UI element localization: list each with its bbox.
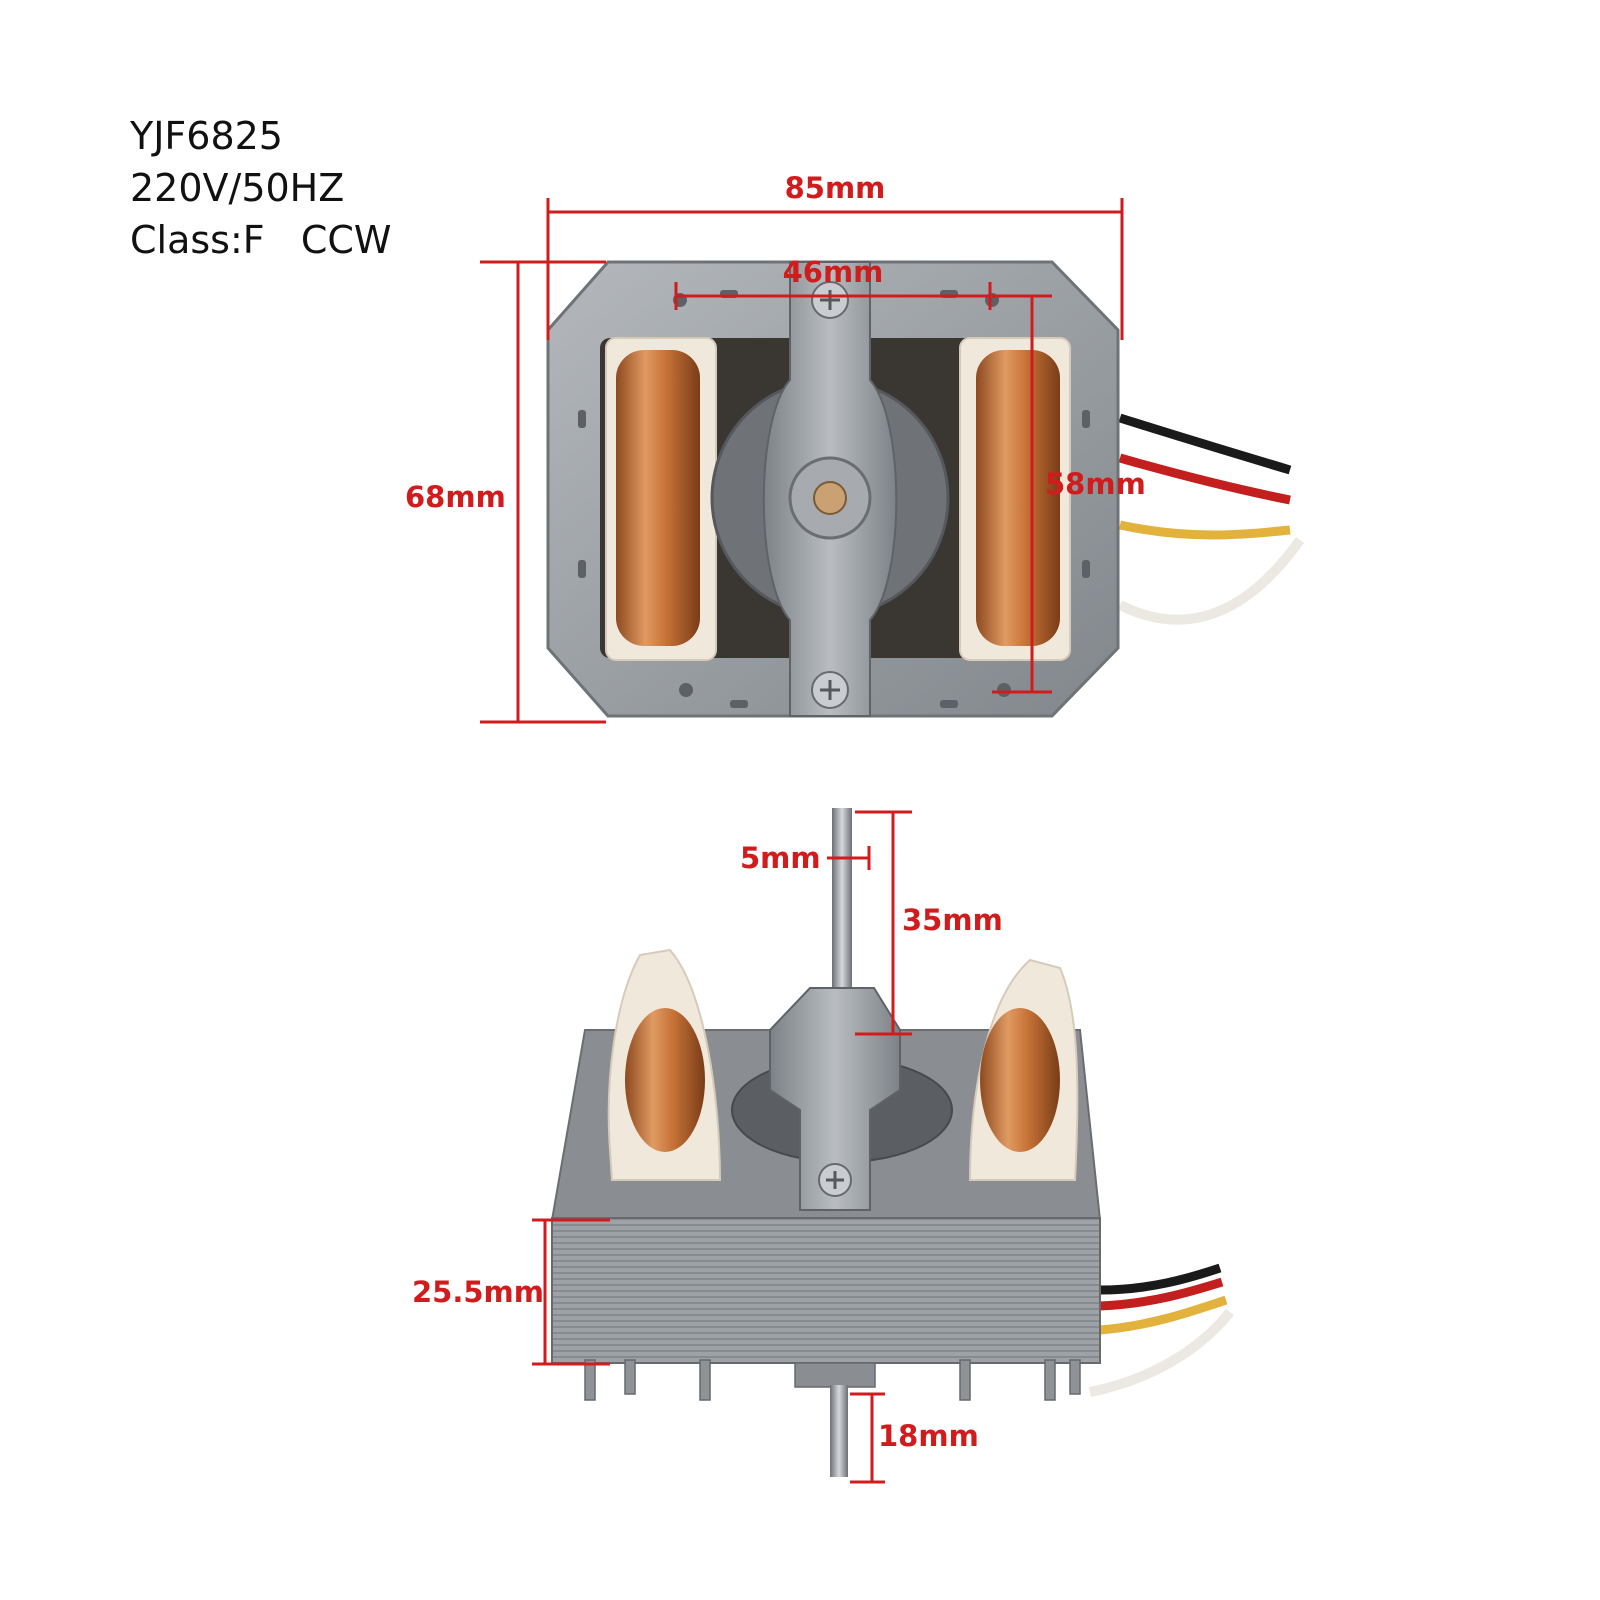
- dim-label-25-5mm: 25.5mm: [412, 1275, 544, 1309]
- dim-label-68mm: 68mm: [405, 480, 506, 514]
- dim-label-46mm: 46mm: [783, 255, 884, 289]
- dimension-lines-top: [480, 198, 1124, 724]
- lead-wires-top: [1117, 413, 1305, 625]
- screw-side: [818, 1163, 852, 1197]
- lower-shaft: [830, 1385, 848, 1477]
- right-coil-top: [959, 337, 1071, 661]
- dim-label-35mm: 35mm: [902, 903, 1003, 937]
- left-coil-top: [605, 337, 717, 661]
- lead-wires-side: [1089, 1263, 1234, 1397]
- lamination-stack: [551, 1217, 1101, 1364]
- bearing-bracket-side: [769, 987, 901, 1211]
- dim-label-58mm: 58mm: [1045, 467, 1146, 501]
- voltage-rating: 220V/50HZ: [130, 166, 345, 210]
- screw-top-lower: [811, 671, 849, 709]
- motor-side-view: [550, 808, 1234, 1477]
- motor-top-view: [546, 260, 1305, 718]
- dimension-lines-side: [532, 810, 912, 1484]
- shaft-end-top: [813, 481, 847, 515]
- model-number: YJF6825: [130, 114, 283, 158]
- spec-block: YJF6825 220V/50HZ Class:F CCW: [130, 110, 392, 266]
- dim-label-85mm: 85mm: [785, 171, 886, 205]
- left-coil-side: [607, 948, 722, 1181]
- mounting-tabs: [584, 1359, 1081, 1401]
- right-coil-side: [968, 958, 1079, 1181]
- class-rotation: Class:F CCW: [130, 218, 392, 262]
- dim-label-18mm: 18mm: [878, 1419, 979, 1453]
- screw-top-upper: [811, 281, 849, 319]
- dim-label-5mm: 5mm: [740, 841, 821, 875]
